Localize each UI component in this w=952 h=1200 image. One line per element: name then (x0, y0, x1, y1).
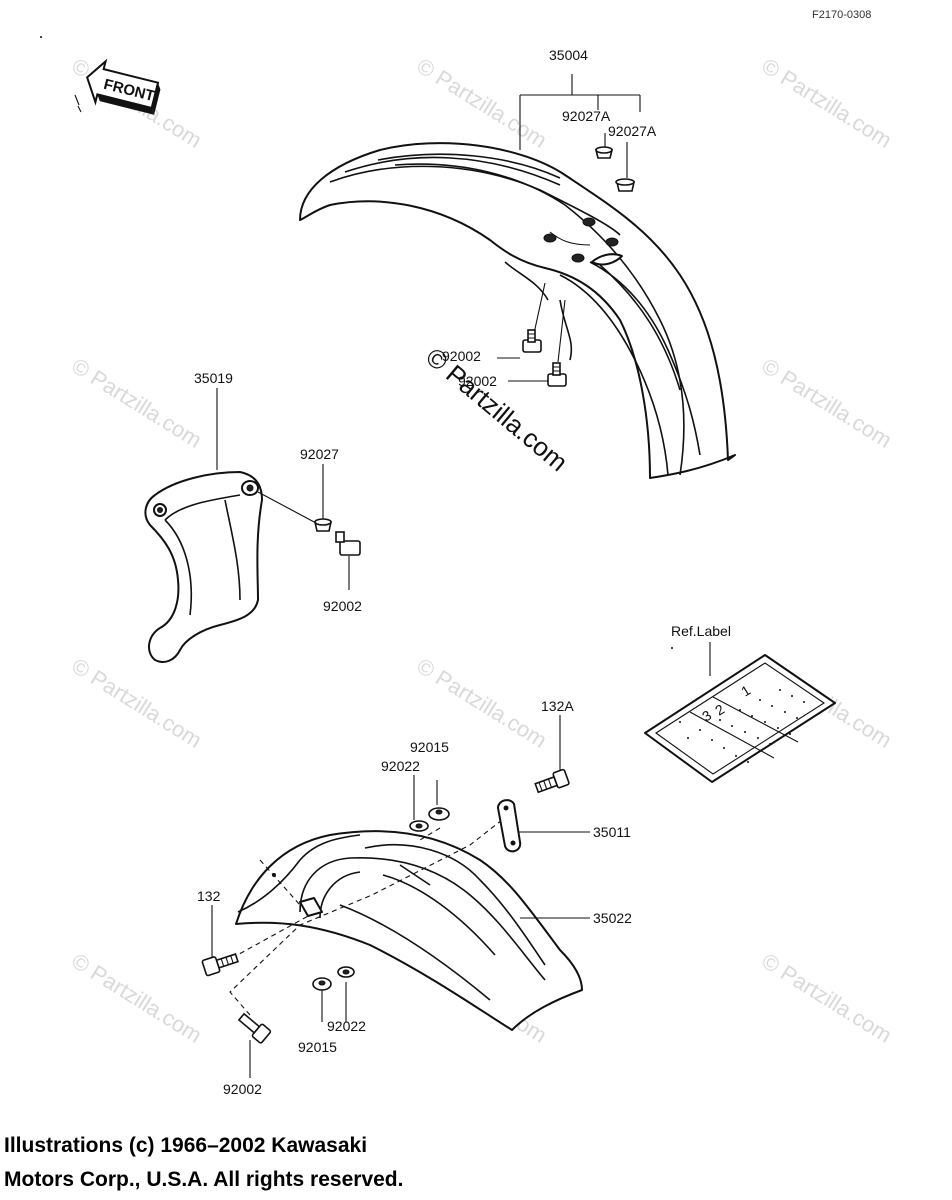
watermark: © Partzilla.com (412, 53, 551, 153)
ref-label: 3 2 1 (644, 654, 836, 783)
part-label-92022: 92022 (327, 1018, 366, 1034)
leader-lines-front (497, 74, 641, 382)
part-label-92002: 92002 (458, 373, 497, 389)
watermark: © Partzilla.com (757, 353, 896, 453)
part-label-92002: 92002 (223, 1081, 262, 1097)
cap-nut-92027a (594, 146, 614, 159)
assembly-lines (229, 819, 503, 1016)
ref-label-dots (679, 689, 805, 763)
bolt-92002 (522, 329, 542, 353)
watermark: © Partzilla.com (757, 53, 896, 153)
cap-nut-92027a (615, 178, 635, 192)
part-label-35004: 35004 (549, 47, 588, 63)
part-label-132: 132 (197, 888, 221, 904)
bracket-35011 (497, 799, 522, 853)
part-label-92022: 92022 (381, 758, 420, 774)
part-label-35019: 35019 (194, 370, 233, 386)
watermark: © Partzilla.com (67, 653, 206, 753)
collar-92022 (409, 820, 429, 832)
watermark: © Partzilla.com (67, 948, 206, 1048)
front-arrow: FRONT (86, 58, 161, 115)
mud-guard (144, 471, 263, 663)
watermark: © Partzilla.com (412, 653, 551, 753)
ref-label-title: Ref.Label (671, 623, 731, 639)
watermark: © Partzilla.com (757, 948, 896, 1048)
rear-fender (235, 830, 583, 1031)
part-label-92002: 92002 (323, 598, 362, 614)
guard-bolt-92002 (335, 531, 361, 556)
bolt-92002 (237, 1012, 272, 1044)
leader-lines-rear (211, 715, 590, 1078)
part-label-92027a: 92027A (608, 123, 657, 139)
bolt-92002 (547, 362, 567, 387)
copyright-line-1: Illustrations (c) 1966–2002 Kawasaki (4, 1134, 367, 1157)
watermark: © Partzilla.com (67, 353, 206, 453)
copyright-line-2: Motors Corp., U.S.A. All rights reserved… (4, 1168, 403, 1191)
bolt-132 (201, 953, 239, 977)
part-label-132a: 132A (541, 698, 574, 714)
ref-code: F2170-0308 (812, 9, 871, 21)
washer-92015 (428, 807, 450, 821)
leader-lines-guard (216, 388, 350, 590)
part-label-92015: 92015 (410, 739, 449, 755)
collar-92022 (337, 966, 355, 978)
guard-nut-92027 (314, 518, 332, 532)
bolt-132a (534, 768, 570, 794)
part-label-92027: 92027 (300, 446, 339, 462)
front-fender (299, 142, 736, 479)
part-label-92002: 92002 (442, 348, 481, 364)
part-label-35022: 35022 (593, 910, 632, 926)
part-label-92027a: 92027A (562, 108, 611, 124)
part-label-35011: 35011 (593, 824, 631, 840)
washer-92015 (312, 977, 332, 991)
center-watermark: © Partzilla.com (420, 342, 573, 478)
part-label-92015: 92015 (298, 1039, 337, 1055)
